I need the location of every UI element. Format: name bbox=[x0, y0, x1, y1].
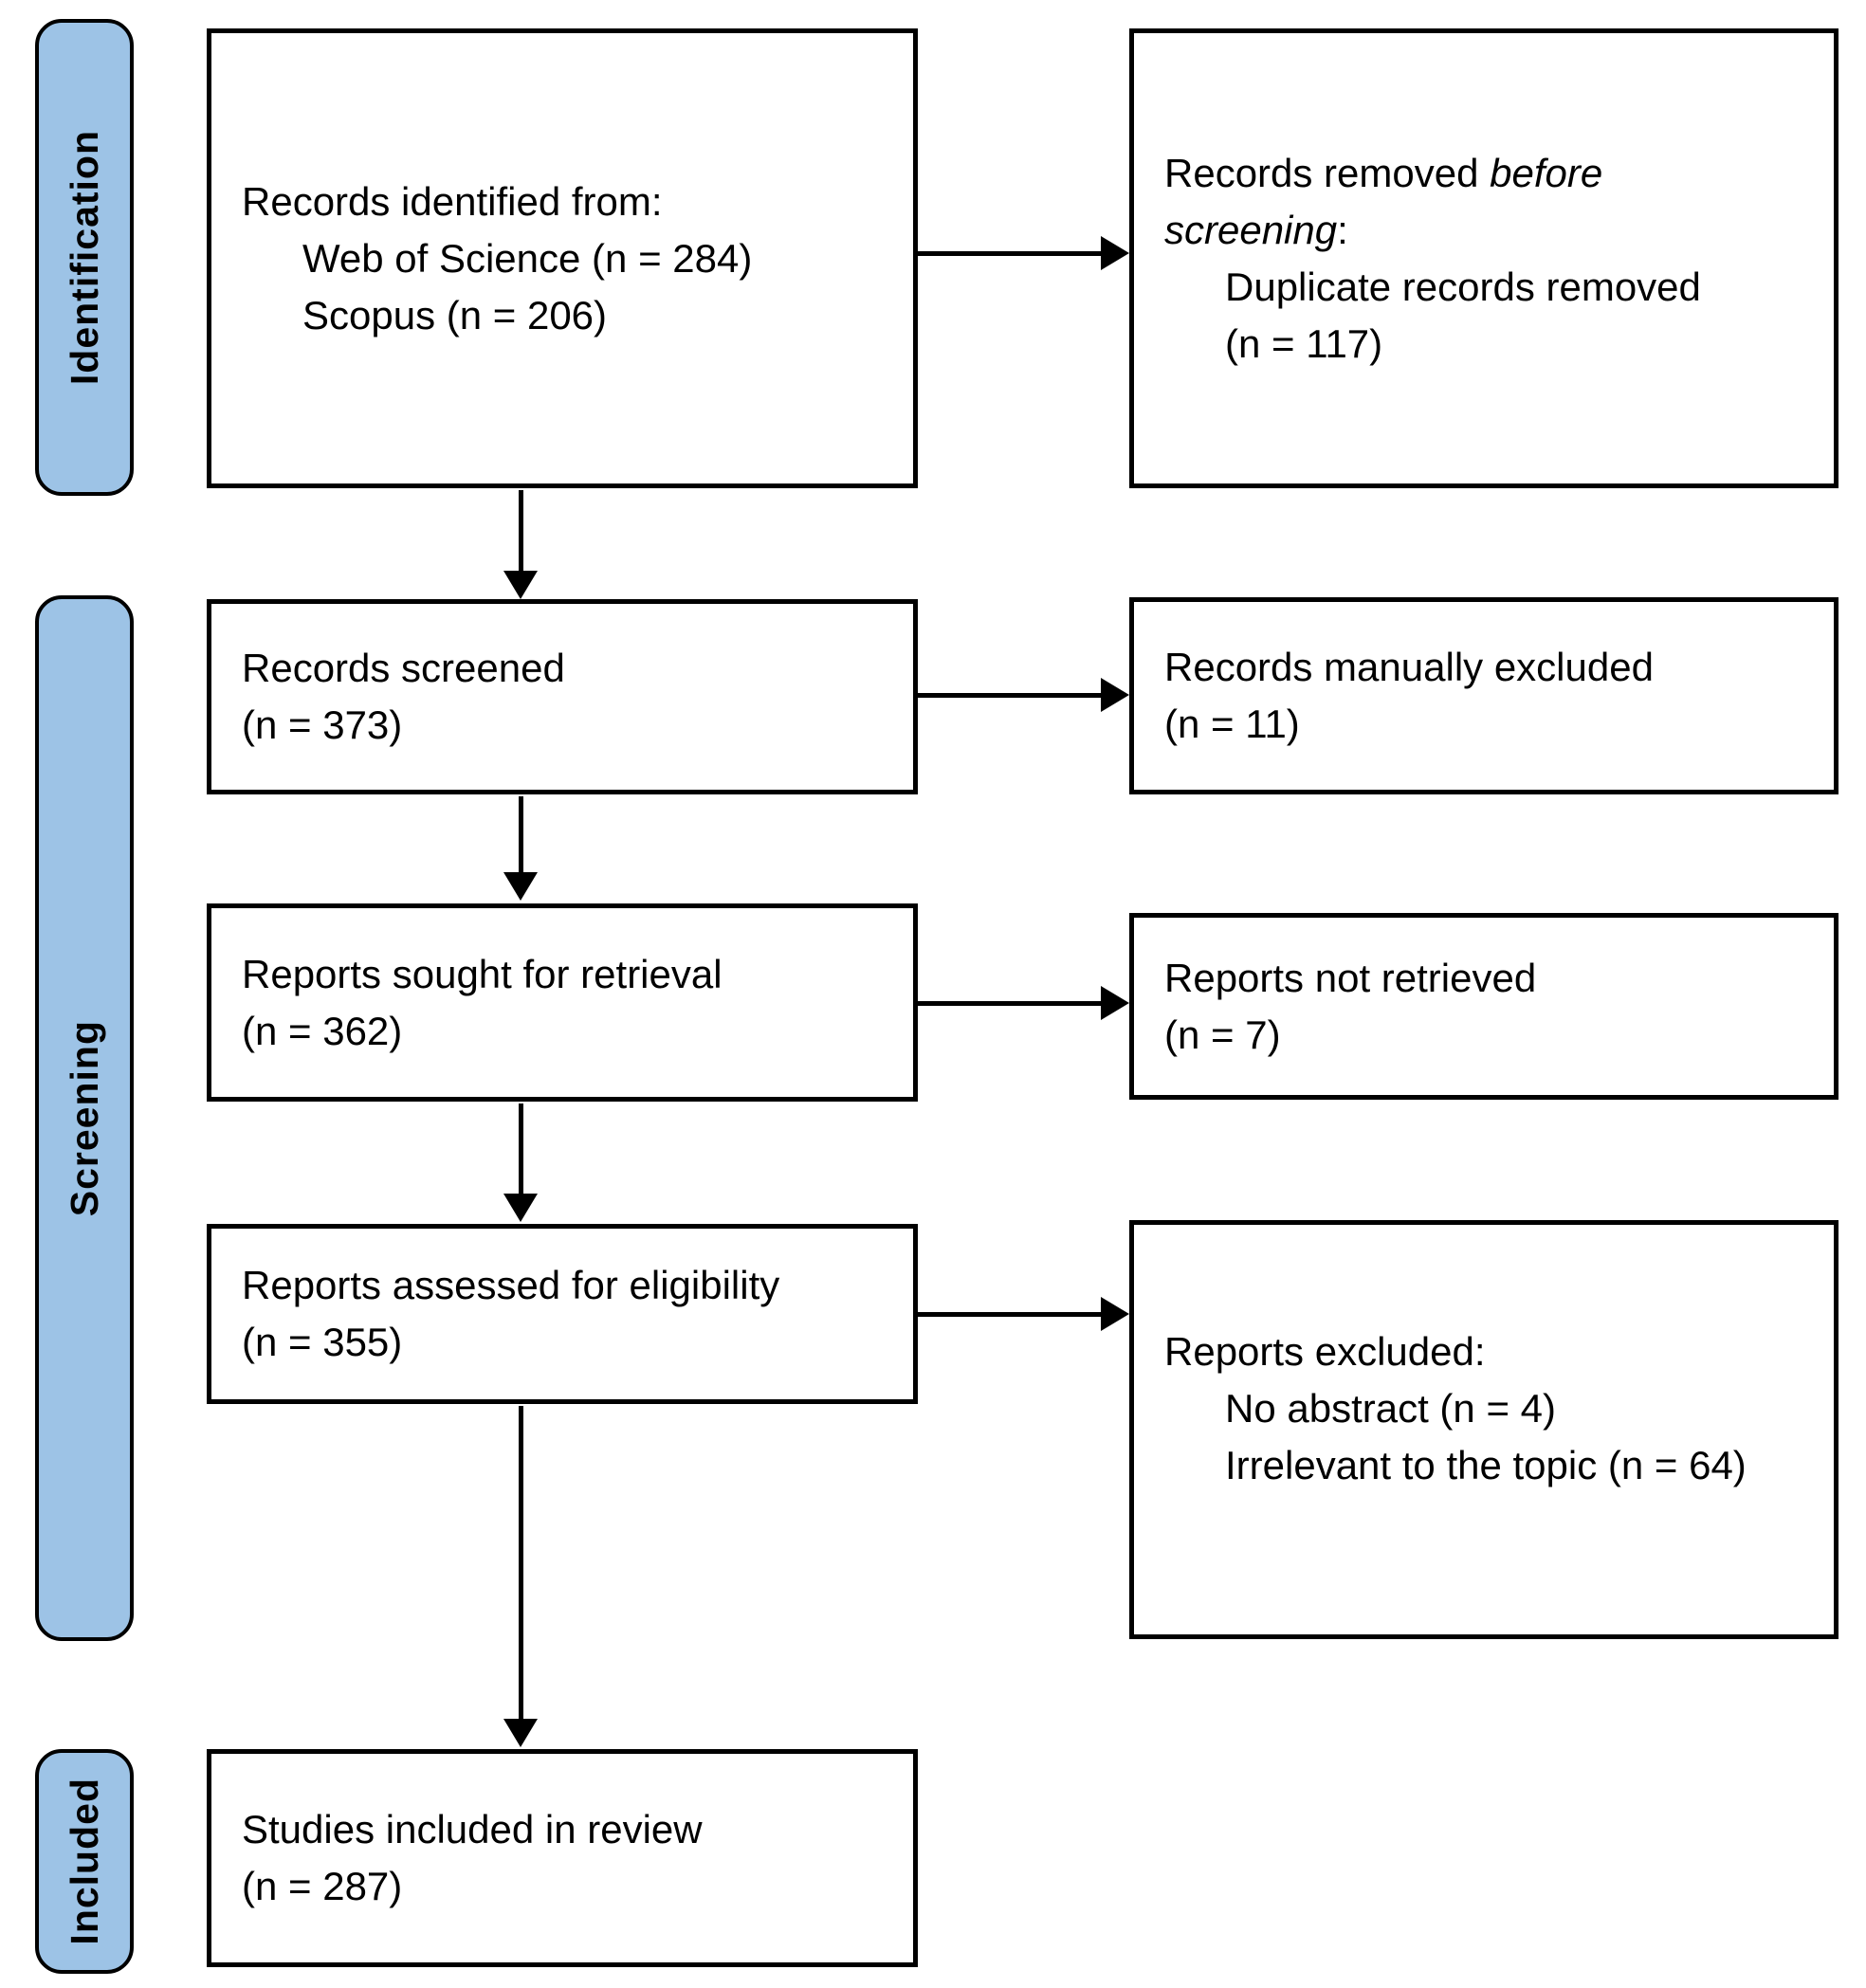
box-text-line: (n = 11) bbox=[1164, 702, 1300, 746]
records-identified-box: Records identified from: Web of Science … bbox=[207, 28, 918, 488]
box-text-line: Records screened bbox=[242, 646, 565, 690]
box-text-line: No abstract (n = 4) bbox=[1225, 1385, 1556, 1431]
records-manually-excluded-box: Records manually excluded (n = 11) bbox=[1129, 597, 1839, 794]
box-text-line: (n = 362) bbox=[242, 1008, 403, 1053]
records-screened-box: Records screened (n = 373) bbox=[207, 599, 918, 794]
box-text-line: Reports assessed for eligibility bbox=[242, 1263, 780, 1307]
box-text-line: Reports not retrieved bbox=[1164, 955, 1537, 1000]
text-segment: : bbox=[1337, 207, 1348, 252]
box-text-line: Scopus (n = 206) bbox=[302, 292, 608, 337]
stage-label-included: Included bbox=[62, 1778, 106, 1945]
stage-bar-included: Included bbox=[35, 1749, 134, 1974]
box-text-line: Reports sought for retrieval bbox=[242, 951, 723, 996]
text-segment-italic: screening bbox=[1164, 207, 1338, 252]
reports-sought-box: Reports sought for retrieval (n = 362) bbox=[207, 903, 918, 1102]
reports-not-retrieved-box: Reports not retrieved (n = 7) bbox=[1129, 913, 1839, 1100]
right-arrow bbox=[918, 678, 1129, 712]
right-arrow bbox=[918, 236, 1129, 270]
box-text-line: Duplicate records removed bbox=[1225, 264, 1701, 309]
records-removed-box: Records removed before screening: Duplic… bbox=[1129, 28, 1839, 488]
stage-label-identification: Identification bbox=[62, 129, 106, 386]
down-arrow bbox=[503, 1406, 538, 1747]
box-text-line: (n = 373) bbox=[242, 702, 403, 747]
stage-label-screening: Screening bbox=[62, 1019, 106, 1217]
right-arrow bbox=[918, 986, 1129, 1020]
down-arrow bbox=[503, 490, 538, 599]
box-text-line: (n = 287) bbox=[242, 1864, 403, 1908]
right-arrow bbox=[918, 1297, 1129, 1331]
stage-bar-identification: Identification bbox=[35, 19, 134, 496]
box-text-line: Irrelevant to the topic (n = 64) bbox=[1225, 1442, 1747, 1487]
box-text-line: Reports excluded: bbox=[1164, 1328, 1486, 1374]
text-segment-italic: before bbox=[1490, 150, 1603, 195]
reports-excluded-box: Reports excluded: No abstract (n = 4) Ir… bbox=[1129, 1220, 1839, 1639]
box-text-line: (n = 355) bbox=[242, 1320, 403, 1364]
text-segment: Records removed bbox=[1164, 150, 1491, 195]
box-text-line: Records manually excluded bbox=[1164, 645, 1654, 689]
reports-assessed-box: Reports assessed for eligibility (n = 35… bbox=[207, 1224, 918, 1404]
box-text-line: screening: bbox=[1164, 202, 1817, 259]
down-arrow bbox=[503, 796, 538, 901]
box-text-line: Studies included in review bbox=[242, 1807, 703, 1851]
box-text-line: (n = 7) bbox=[1164, 1012, 1281, 1057]
box-text-line: Records identified from: bbox=[242, 178, 663, 224]
stage-bar-screening: Screening bbox=[35, 595, 134, 1641]
down-arrow bbox=[503, 1103, 538, 1222]
box-text-line: (n = 117) bbox=[1225, 320, 1383, 366]
studies-included-box: Studies included in review (n = 287) bbox=[207, 1749, 918, 1967]
box-text-line: Web of Science (n = 284) bbox=[302, 235, 753, 281]
box-text-line: Records removed before bbox=[1164, 145, 1817, 202]
